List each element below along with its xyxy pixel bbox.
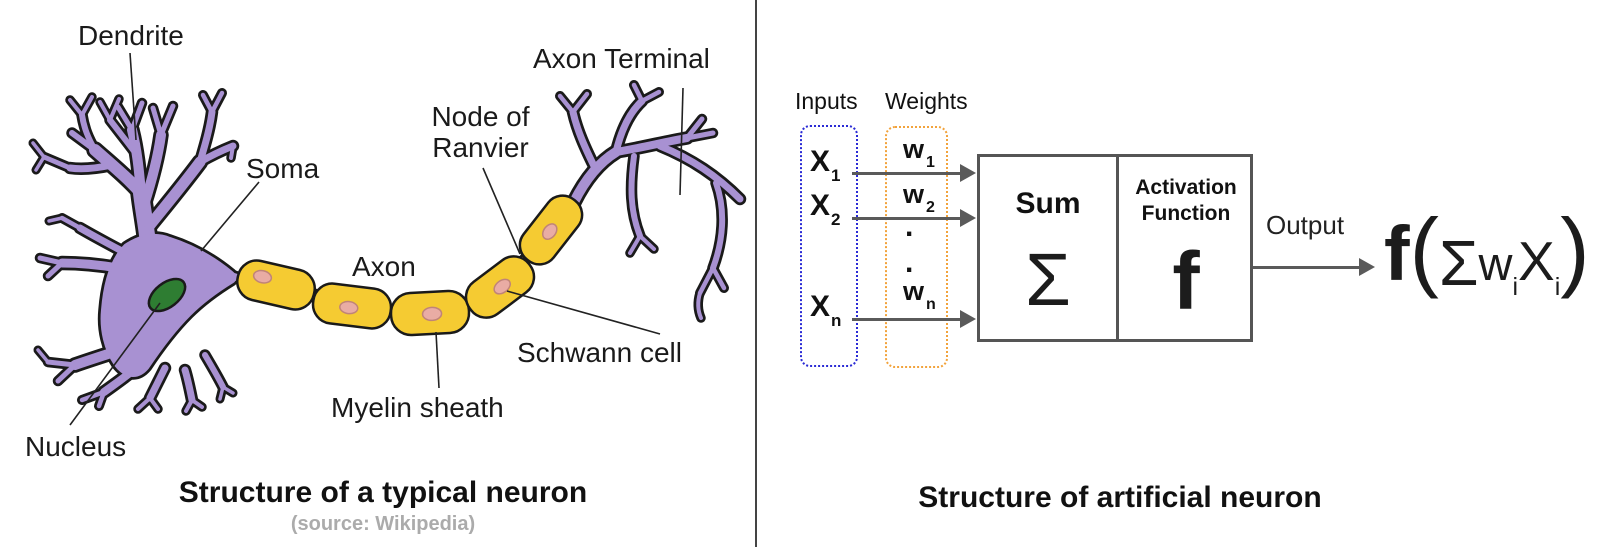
weight-wn-base: w [903,276,925,306]
formula-x-sub: i [1554,273,1561,301]
axon-terminal-leader [679,87,684,196]
inputs-group-box [800,125,858,367]
myelin-segment [389,289,471,337]
schwann-cell-label: Schwann cell [517,337,682,368]
input-arrow-2 [852,217,962,220]
formula-f: f [1384,211,1410,297]
neuron-illustration [28,52,747,426]
input-x2-base: X [810,189,831,222]
input-xn-sub: n [831,311,842,330]
input-x1-sub: 1 [831,166,841,185]
nucleus-label: Nucleus [25,431,127,462]
nucleus-leader [69,302,161,426]
neuron-body-box: Sum Σ Activation Function f [977,154,1253,342]
input-arrow-n-head [960,310,976,328]
input-x1: X1 [810,145,840,185]
activation-title: Activation Function [1119,175,1253,227]
left-caption: Structure of a typical neuron [178,476,588,509]
myelin-sheath-leader [435,331,440,389]
input-x1-base: X [810,145,831,178]
ellipsis-dot: . [905,246,914,279]
output-arrow [1253,266,1361,269]
soma-leader [200,181,260,252]
right-caption: Structure of artificial neuron [918,481,1322,514]
node-of-ranvier-leader [482,167,521,255]
myelin-segment [464,255,536,319]
weight-w2-sub: 2 [926,199,935,216]
activation-f-symbol: f [1172,236,1200,327]
myelin-segment [518,194,584,266]
sum-title: Sum [1015,187,1081,220]
input-x2-sub: 2 [831,210,841,229]
source-note: (source: Wikipedia) [290,513,476,535]
weights-column-label: Weights [885,88,968,114]
weight-wn-sub: n [926,296,936,313]
sigma-symbol: Σ [1025,238,1071,321]
weight-w2-base: w [903,179,925,209]
input-x2: X2 [810,189,840,229]
activation-title-line1: Activation [1135,176,1237,199]
weight-w1-sub: 1 [926,154,935,171]
input-xn-base: X [810,290,831,323]
formula-x: X [1518,230,1555,292]
node-of-ranvier-line1: Node of [431,101,530,132]
formula-w-sub: i [1512,273,1519,301]
node-of-ranvier-label: Node of Ranvier [423,101,538,163]
activation-title-line2: Function [1141,202,1231,225]
axon-terminal-label: Axon Terminal [533,43,710,74]
inputs-column-label: Inputs [795,88,858,114]
formula-open-paren: ( [1409,200,1439,299]
formula-w: w [1478,237,1513,290]
nucleus-shape [147,277,187,313]
weight-w1-base: w [903,134,925,164]
formula-sigma: Σ [1438,227,1479,299]
myelin-segment [311,282,393,330]
box-divider [1116,157,1119,339]
ellipsis-dot: . [905,210,914,243]
panel-divider [755,0,757,547]
output-formula: f ( Σ w i X i ) [1384,200,1590,300]
schwann-cell-leader [506,290,661,335]
weights-group-box [885,126,948,368]
myelin-segment [236,259,316,311]
node-of-ranvier-line2: Ranvier [432,132,529,163]
dendrite-leader [129,52,137,141]
input-arrow-1-head [960,164,976,182]
input-xn: Xn [810,290,841,330]
output-arrow-head [1359,258,1375,276]
input-arrow-1 [852,172,962,175]
axon-label: Axon [352,251,416,282]
myelin-sheath-label: Myelin sheath [331,392,504,423]
input-arrow-2-head [960,209,976,227]
label-leader-lines [69,52,684,426]
myelin-sheath-segments [236,194,584,337]
dendrite-label: Dendrite [78,20,184,51]
formula-close-paren: ) [1560,200,1590,299]
soma-label: Soma [246,153,320,184]
output-label: Output [1266,210,1345,240]
input-arrow-n [852,318,962,321]
